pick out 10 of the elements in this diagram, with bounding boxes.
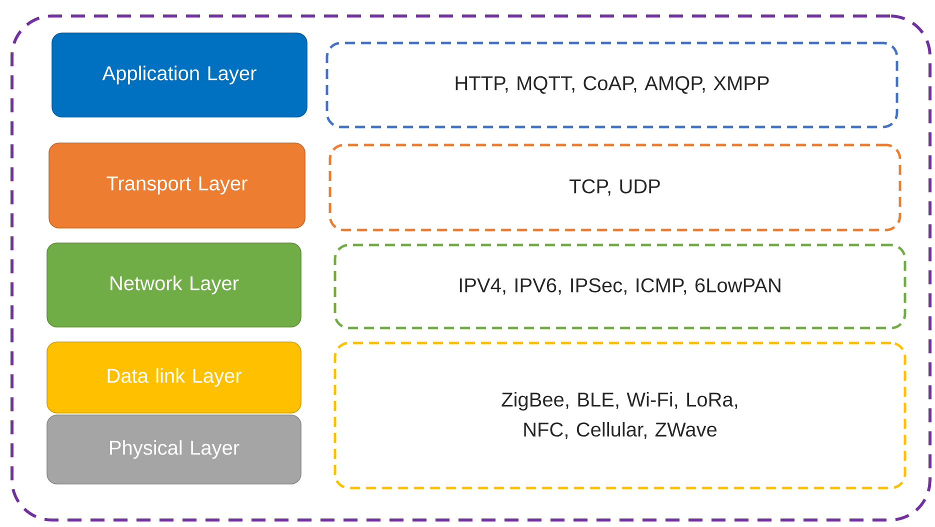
group-frame <box>10 14 932 522</box>
protocol-box: TCP, UDP <box>328 144 902 232</box>
protocol-box: IPV4, IPV6, IPSec, ICMP, 6LowPAN <box>334 244 906 330</box>
layer-box: Application Layer <box>52 32 308 118</box>
layer-box: Transport Layer <box>48 142 306 228</box>
layer-box: Physical Layer <box>46 414 302 484</box>
layer-box: Data link Layer <box>46 342 302 414</box>
layer-box: Network Layer <box>46 242 302 328</box>
protocol-box: HTTP, MQTT, CoAP, AMQP, XMPP <box>326 42 898 128</box>
protocol-box: ZigBee, BLE, Wi-Fi, LoRa, NFC, Cellular, ZWave <box>334 342 906 490</box>
